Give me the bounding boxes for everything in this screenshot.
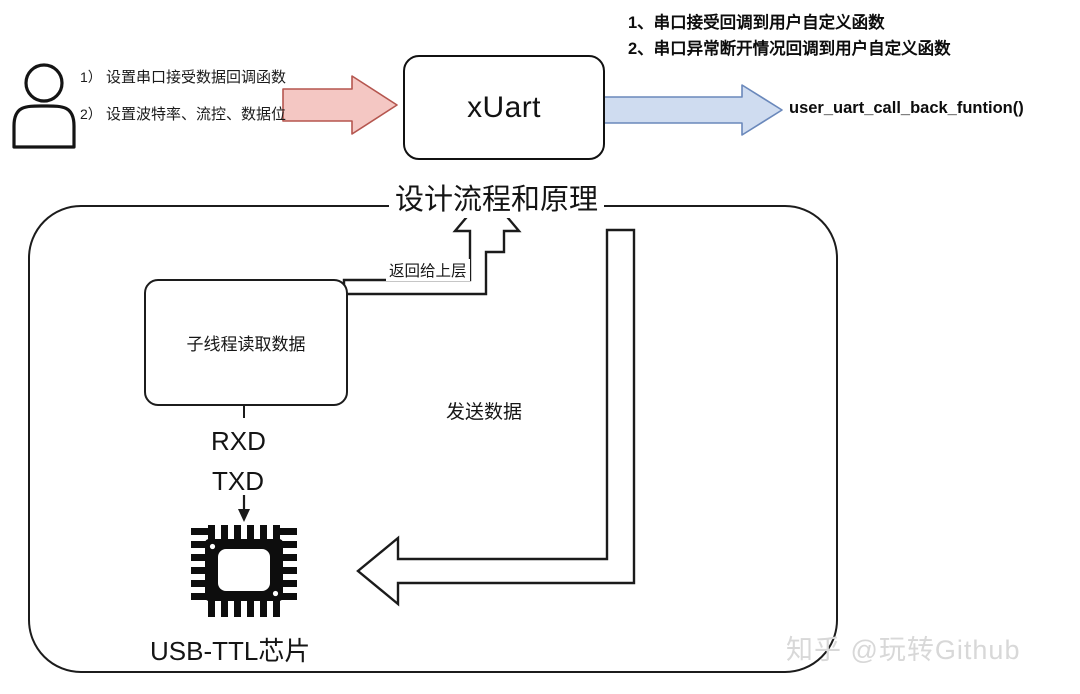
- xuart-module-label: xUart: [467, 90, 541, 124]
- rxd-signal-label: RXD: [211, 426, 266, 456]
- actor-step-2-number: 2）: [80, 106, 102, 122]
- xuart-module-node[interactable]: xUart: [403, 55, 605, 160]
- subthread-node[interactable]: 子线程读取数据: [144, 279, 348, 406]
- actor-step-1-text: 设置串口接受数据回调函数: [105, 69, 286, 86]
- rxd-txd-connector: [238, 402, 250, 522]
- actor-step-list: 1） 设置串口接受数据回调函数 2） 设置波特率、流控、数据位: [80, 68, 330, 142]
- subthread-node-label: 子线程读取数据: [186, 335, 306, 354]
- actor-step-2: 2） 设置波特率、流控、数据位: [80, 105, 330, 124]
- txd-signal-label: TXD: [212, 466, 264, 496]
- callback-function-label: user_uart_call_back_funtion(): [789, 99, 1024, 117]
- callback-note-2: 2、串口异常断开情况回调到用户自定义函数: [628, 40, 951, 58]
- callback-notes: 1、串口接受回调到用户自定义函数 2、串口异常断开情况回调到用户自定义函数: [628, 10, 1068, 62]
- integrated-circuit-icon: [191, 525, 297, 617]
- send-data-arrow: [356, 228, 636, 607]
- callback-note-1: 1、串口接受回调到用户自定义函数: [628, 14, 885, 32]
- return-edge-label: 返回给上层: [386, 259, 470, 281]
- config-flow-arrow: [282, 75, 398, 135]
- diagram-title: 设计流程和原理: [389, 176, 605, 218]
- actor-step-2-text: 设置波特率、流控、数据位: [105, 106, 286, 123]
- actor-step-1: 1） 设置串口接受数据回调函数: [80, 68, 330, 87]
- watermark: 知乎 @玩转Github: [786, 635, 1021, 665]
- chip-caption: USB-TTL芯片: [150, 636, 311, 666]
- actor-step-1-number: 1）: [80, 69, 102, 85]
- person-icon: [12, 63, 76, 149]
- callback-flow-arrow: [602, 84, 783, 136]
- send-edge-label: 发送数据: [446, 402, 523, 423]
